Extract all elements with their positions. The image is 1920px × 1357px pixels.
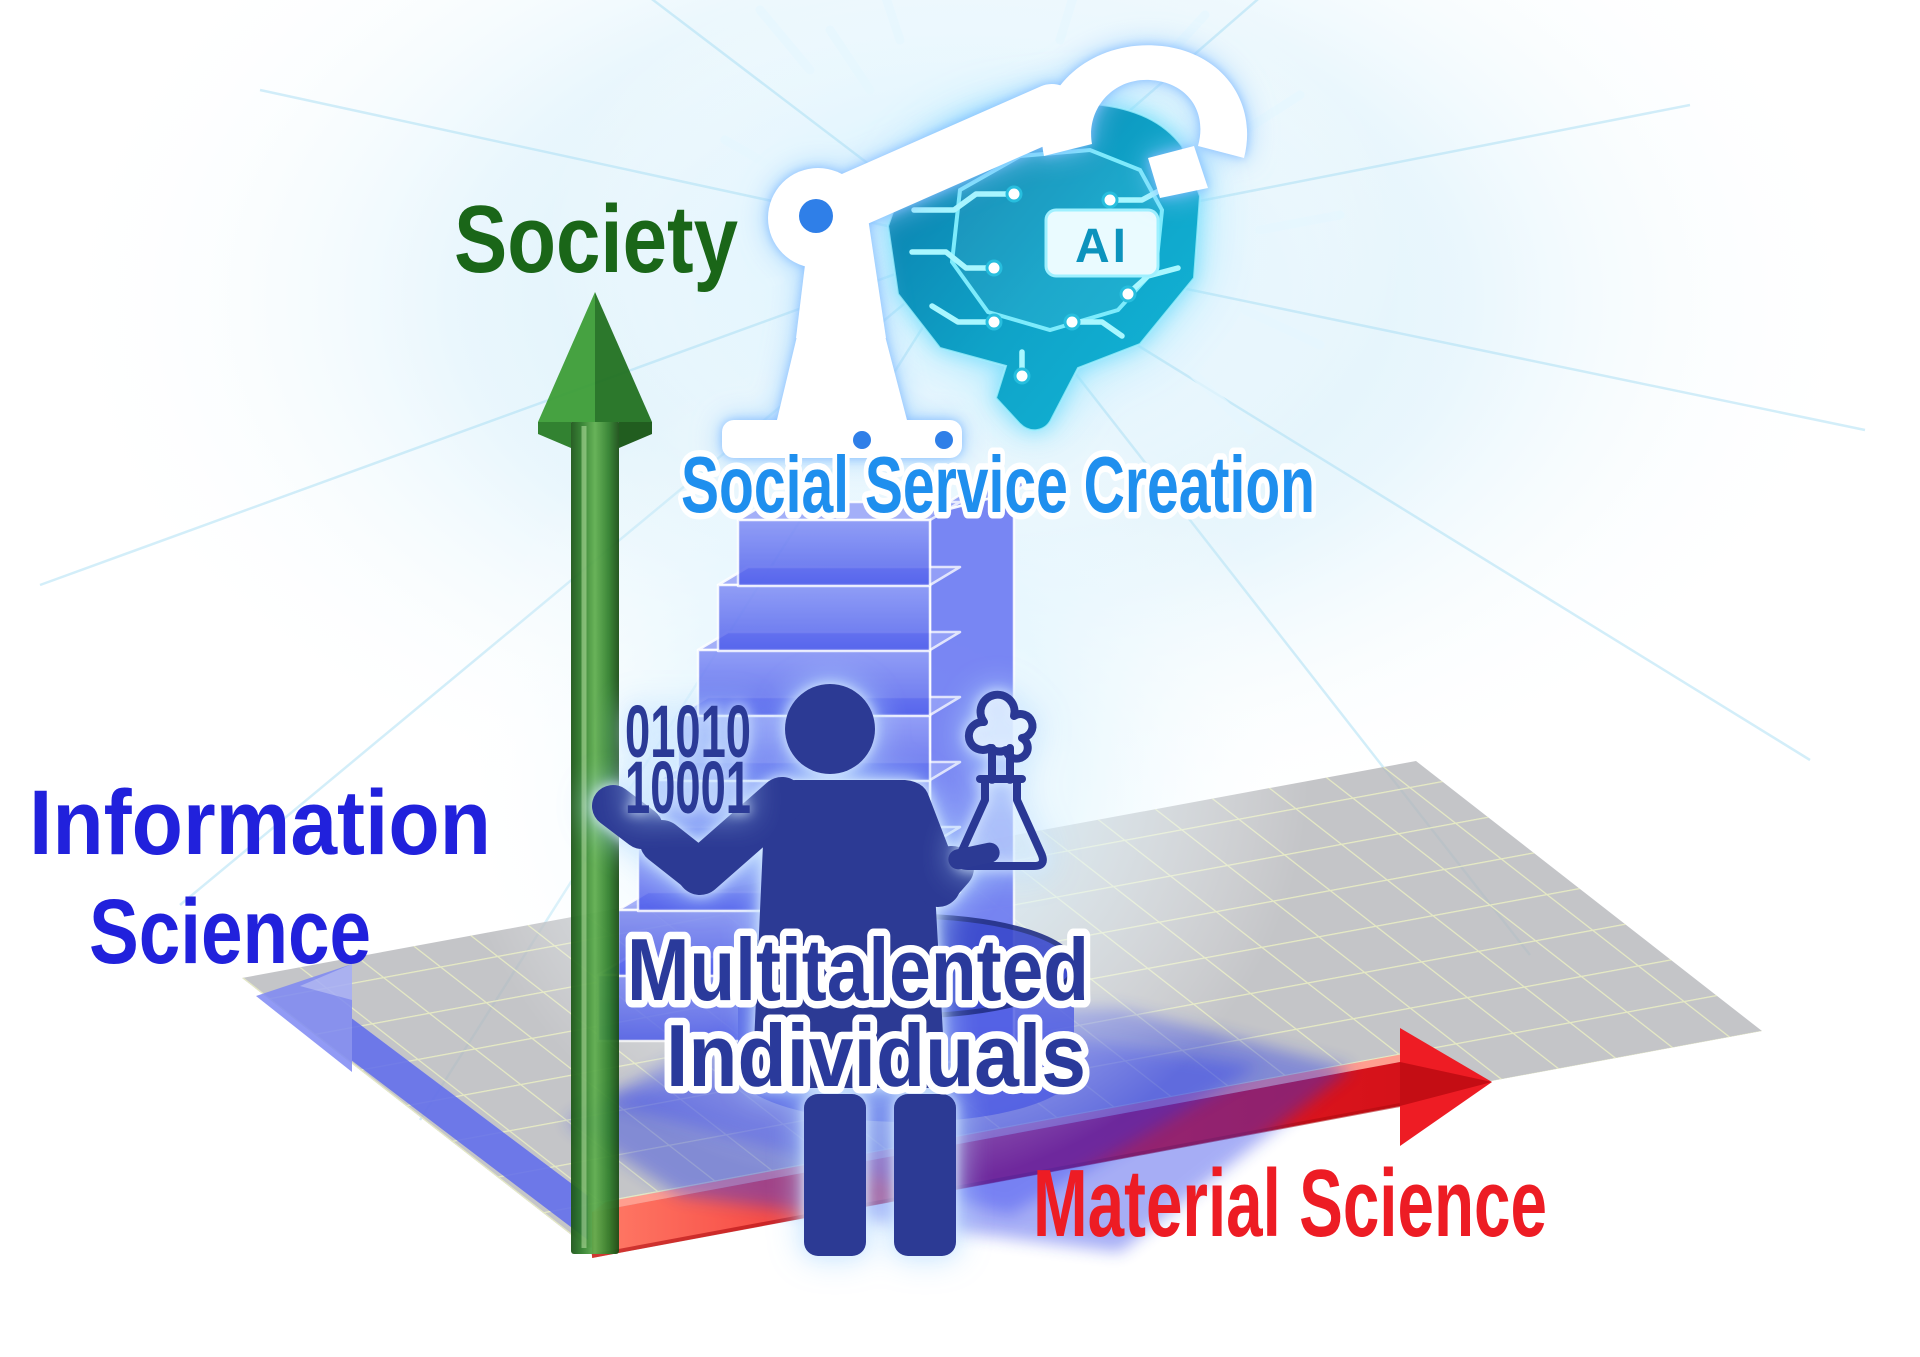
svg-text:Science: Science <box>89 881 371 983</box>
multitalented-line1: Multitalented <box>627 920 1089 1019</box>
ray-burst <box>695 0 1345 435</box>
person-right-hand <box>948 842 1000 870</box>
joint-hole <box>799 199 833 233</box>
person-right-leg <box>894 1094 956 1256</box>
social-service-creation-label: Social Service Creation <box>681 440 1315 529</box>
material-science-axis-label: Material Science <box>1033 1150 1547 1257</box>
information-science-axis-arrow <box>256 964 588 1240</box>
ai-chip-label: AI <box>1075 220 1129 273</box>
robot-arm-icon <box>722 45 1248 458</box>
robot-arm-base <box>722 420 962 458</box>
ai-chip <box>1044 208 1160 278</box>
binary-line2: 10001 <box>625 746 751 829</box>
multitalented-label: Multitalented Individuals <box>620 913 1097 1113</box>
person-torso <box>752 780 946 1088</box>
multitalented-line2: Individuals <box>666 1006 1086 1105</box>
society-axis-label: Society <box>454 186 738 293</box>
society-axis-arrow <box>538 292 652 1254</box>
person-left-hand <box>592 785 663 849</box>
person-head <box>785 684 875 774</box>
binary-line1: 01010 <box>625 690 751 773</box>
information-science-axis-label: Information Science <box>29 772 491 983</box>
person-figure <box>592 684 974 1256</box>
ai-brain-icon: AI <box>886 102 1202 432</box>
person-left-leg <box>804 1094 866 1256</box>
binary-code-label: 01010 10001 <box>625 690 751 829</box>
svg-text:Information: Information <box>29 772 491 874</box>
gripper-claw <box>1041 45 1248 158</box>
